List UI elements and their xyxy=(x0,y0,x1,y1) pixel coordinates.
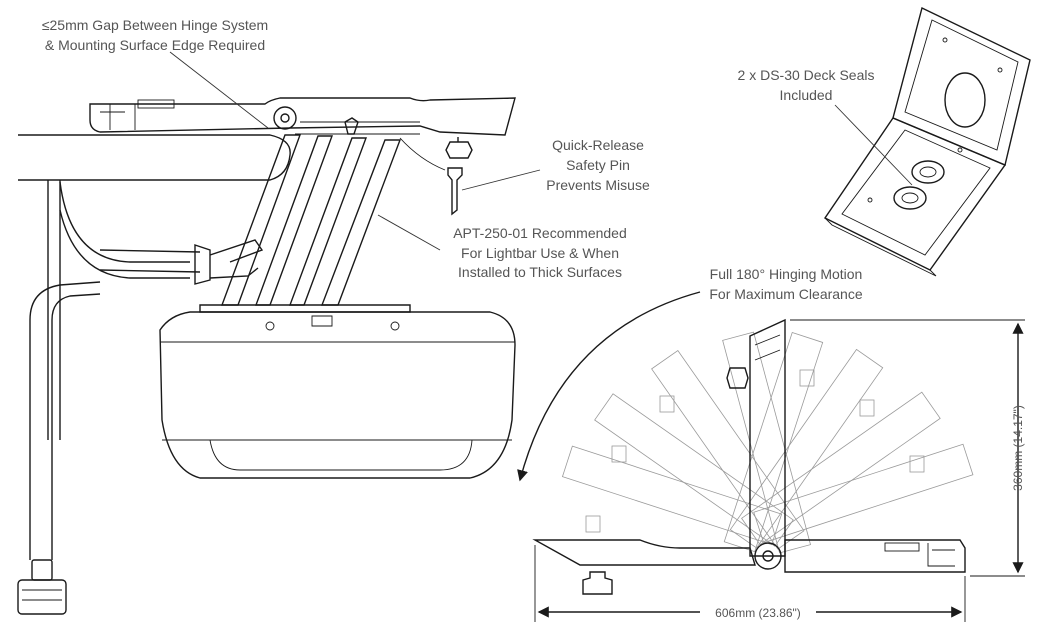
leaf-cutout xyxy=(944,72,986,128)
base-knob-icon xyxy=(582,571,613,595)
seals-note-line1: 2 x DS-30 Deck Seals xyxy=(738,67,875,83)
vertical-pole xyxy=(29,320,53,560)
swing-arc-arrow xyxy=(517,291,701,482)
gap-note-line1: ≤25mm Gap Between Hinge System xyxy=(42,17,268,33)
height-dimension-label: 360mm (14.17") xyxy=(1011,405,1025,491)
strut-4 xyxy=(320,139,402,306)
apt-note-line3: Installed to Thick Surfaces xyxy=(458,264,622,280)
gap-note-line2: & Mounting Surface Edge Required xyxy=(45,37,265,53)
support-arm xyxy=(99,249,201,273)
apt-note-line1: APT-250-01 Recommended xyxy=(453,225,627,241)
apt-note-line2: For Lightbar Use & When xyxy=(461,245,619,261)
mount-base-plate xyxy=(199,304,411,313)
seals-leader xyxy=(834,104,913,186)
upper-leaf xyxy=(892,7,1031,166)
mounting-surface xyxy=(18,134,291,181)
pin-knob-icon xyxy=(445,141,473,159)
open-mount-view xyxy=(823,7,1031,277)
strut-1 xyxy=(220,134,302,306)
hinge-note-line1: Full 180° Hinging Motion xyxy=(710,266,863,282)
gap-leader xyxy=(169,51,269,129)
deck-seal-2-icon xyxy=(911,160,945,184)
flat-base-right xyxy=(784,539,966,573)
lightbar-housing xyxy=(159,311,516,479)
pin-leader xyxy=(461,169,541,191)
upright-knob-icon xyxy=(726,367,749,389)
surface-support-post xyxy=(47,180,61,440)
hinge-pivot-icon xyxy=(273,106,297,130)
apt-leader xyxy=(377,214,441,251)
strut-2 xyxy=(254,135,334,306)
flat-leaf-left xyxy=(532,539,756,566)
hinge-sweep xyxy=(532,318,974,595)
hinge-note-line2: For Maximum Clearance xyxy=(709,286,862,302)
pin-note-line3: Prevents Misuse xyxy=(546,177,650,193)
pin-note-line2: Safety Pin xyxy=(566,157,630,173)
left-assembly xyxy=(17,97,516,615)
hinge-top-plate xyxy=(89,97,516,136)
pin-note-line1: Quick-Release xyxy=(552,137,644,153)
pole-base xyxy=(17,579,67,615)
deck-seal-1-icon xyxy=(893,186,927,210)
safety-pin-icon xyxy=(447,167,463,216)
pivot-icon xyxy=(754,542,782,570)
width-dimension-label: 606mm (23.86") xyxy=(715,606,801,620)
seals-note-line2: Included xyxy=(780,87,833,103)
